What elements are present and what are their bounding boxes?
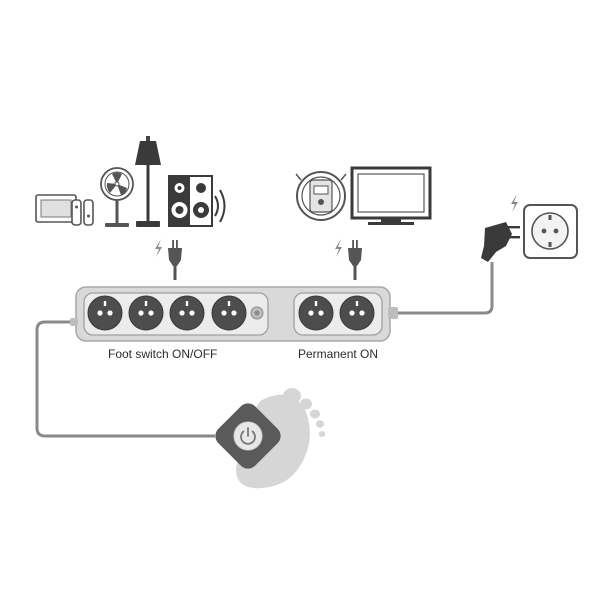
game-console-icon (35, 194, 94, 226)
permanent-socket-2 (339, 295, 375, 331)
power-button-icon[interactable] (240, 427, 256, 445)
robot-vacuum-icon (295, 171, 347, 221)
lightning-icon (155, 239, 162, 257)
lightning-icon (511, 194, 518, 212)
status-led (250, 306, 264, 320)
switched-socket-2 (128, 295, 164, 331)
wall-socket-icon (523, 204, 578, 259)
lightning-icon (335, 239, 342, 257)
foot-switch-label: Foot switch ON/OFF (108, 347, 218, 361)
plug-icon (348, 240, 362, 280)
power-strip (70, 286, 398, 342)
permanent-on-label: Permanent ON (298, 347, 379, 361)
tv-icon (350, 166, 432, 225)
plug-icon (168, 240, 182, 280)
switched-socket-4 (211, 295, 247, 331)
plug-icon (481, 222, 520, 262)
fan-icon (100, 167, 134, 227)
permanent-socket-1 (298, 295, 334, 331)
floor-lamp-icon (135, 136, 161, 227)
foot-switch[interactable] (211, 399, 285, 473)
switched-socket-3 (169, 295, 205, 331)
speaker-icon (168, 175, 226, 227)
switched-socket-1 (87, 295, 123, 331)
foot-switch-cable (35, 320, 215, 438)
mains-cable (398, 262, 494, 315)
